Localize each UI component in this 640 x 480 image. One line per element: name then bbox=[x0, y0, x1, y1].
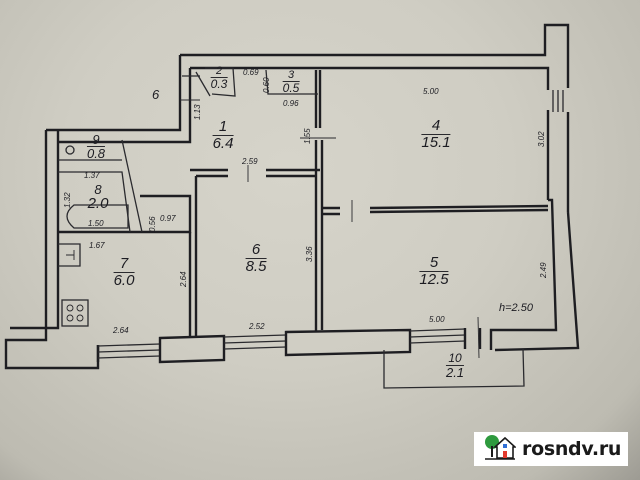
dim-2-59: 2.59 bbox=[242, 157, 258, 166]
room-number: 1 bbox=[218, 118, 228, 135]
room-area: 6.0 bbox=[113, 272, 135, 289]
room-number: 10 bbox=[448, 351, 462, 365]
room-7-kitchen: 7 6.0 bbox=[113, 255, 135, 289]
room-number: 7 bbox=[119, 255, 129, 272]
dim-2-64-vertical: 2.64 bbox=[179, 271, 188, 287]
room-2-closet: 2 0.3 bbox=[210, 65, 228, 91]
dim-2-64-horizontal: 2.64 bbox=[113, 326, 129, 335]
dim-1-37: 1.37 bbox=[84, 171, 100, 180]
room-number: 3 bbox=[287, 69, 295, 81]
room-6: 6 8.5 bbox=[245, 241, 267, 275]
watermark-text: rosndv.ru bbox=[522, 438, 622, 460]
room-area: 6.4 bbox=[212, 135, 234, 152]
dim-2-49: 2.49 bbox=[539, 262, 548, 278]
room-area: 0.5 bbox=[282, 81, 300, 95]
dim-3-02: 3.02 bbox=[537, 131, 546, 147]
room-10-balcony: 10 2.1 bbox=[445, 351, 465, 380]
room-number: 8 bbox=[94, 182, 102, 197]
dim-2-52: 2.52 bbox=[249, 322, 265, 331]
dim-1-50: 1.50 bbox=[88, 219, 104, 228]
room-5: 5 12.5 bbox=[419, 254, 449, 288]
room-number: 5 bbox=[429, 254, 439, 271]
room-area: 15.1 bbox=[421, 134, 451, 151]
dim-0-69: 0.69 bbox=[243, 68, 259, 77]
ceiling-height-label: h=2.50 bbox=[499, 302, 533, 314]
room-area: 0.8 bbox=[86, 146, 106, 161]
room-8-bathroom: 8 2.0 bbox=[88, 183, 109, 212]
room-area: 2.0 bbox=[87, 195, 109, 212]
outside-area-label: 6 bbox=[152, 87, 160, 102]
room-number: 2 bbox=[215, 65, 223, 77]
dim-0-56: 0.56 bbox=[148, 216, 157, 232]
bathtub bbox=[66, 204, 129, 229]
stove bbox=[61, 299, 89, 327]
dim-0-97: 0.97 bbox=[160, 214, 176, 223]
dim-5-00-bottom: 5.00 bbox=[429, 315, 445, 324]
room-3-closet: 3 0.5 bbox=[282, 69, 300, 95]
outer-wall-top bbox=[180, 23, 570, 88]
room-number: 4 bbox=[431, 117, 441, 134]
watermark-badge: rosndv.ru bbox=[474, 432, 628, 466]
room-area: 8.5 bbox=[245, 258, 267, 275]
room-9-toilet: 9 0.8 bbox=[86, 132, 106, 161]
dim-3-36: 3.36 bbox=[305, 246, 314, 262]
dim-1-13: 1.13 bbox=[193, 104, 202, 120]
dim-1-32: 1.32 bbox=[63, 192, 72, 208]
dim-5-00-top: 5.00 bbox=[423, 87, 439, 96]
dim-1-55: 1.55 bbox=[303, 128, 312, 144]
house-tree-logo-icon bbox=[484, 433, 518, 466]
room-4: 4 15.1 bbox=[421, 117, 451, 151]
dim-0-60: 0.60 bbox=[262, 77, 271, 93]
dim-1-67: 1.67 bbox=[89, 241, 105, 250]
room-area: 0.3 bbox=[210, 77, 228, 91]
room-area: 2.1 bbox=[445, 365, 465, 380]
outer-wall-left bbox=[4, 130, 100, 370]
balcony-outline bbox=[383, 348, 525, 389]
room-number: 6 bbox=[251, 241, 261, 258]
room-1-hallway: 1 6.4 bbox=[212, 118, 234, 152]
dim-0-96: 0.96 bbox=[283, 99, 299, 108]
room-area: 12.5 bbox=[419, 271, 449, 288]
room-number: 9 bbox=[92, 132, 100, 147]
